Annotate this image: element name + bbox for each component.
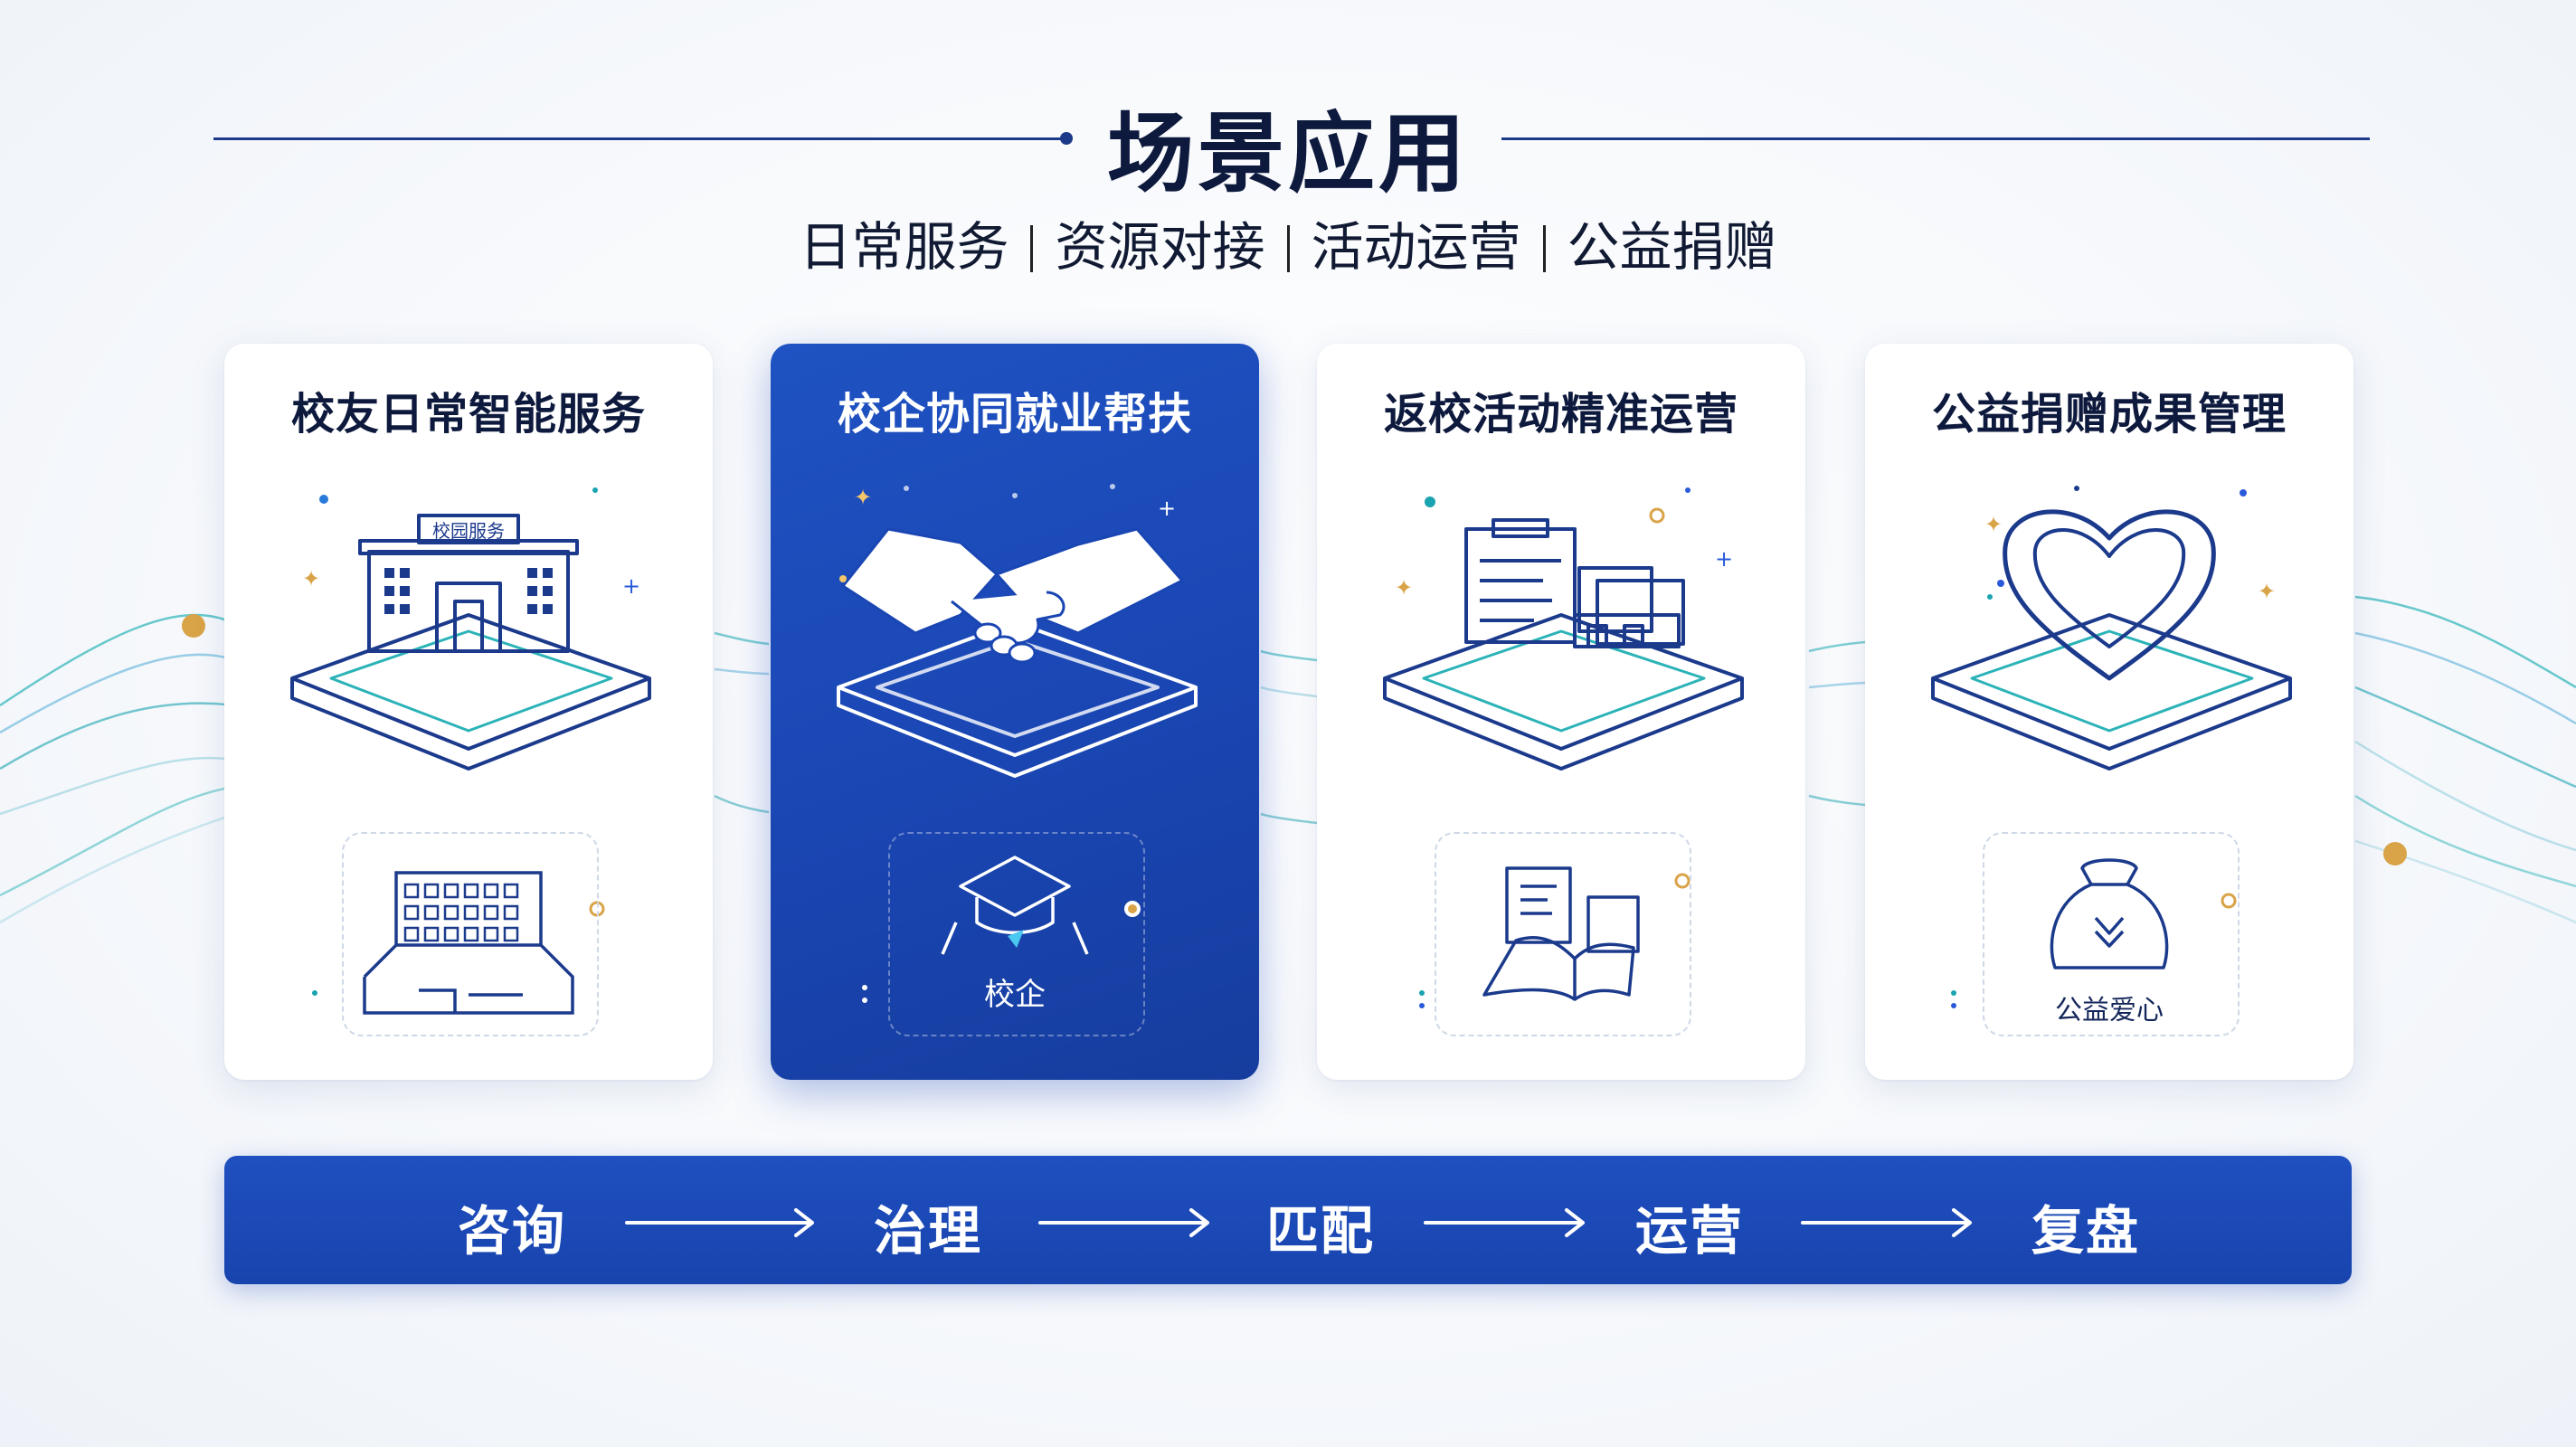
building-sign-label: 校园服务 bbox=[432, 520, 505, 542]
process-step-operate: 运营 bbox=[1635, 1200, 1745, 1262]
svg-text:✦: ✦ bbox=[854, 485, 872, 510]
subtitle-separator bbox=[1286, 225, 1290, 272]
mini-icon-label: 校企 bbox=[984, 977, 1046, 1013]
card-title: 返校活动精准运营 bbox=[1383, 389, 1738, 440]
card-title: 校企协同就业帮扶 bbox=[837, 389, 1192, 440]
process-flow-bar: 咨询 治理 匹配 运营 复盘 bbox=[224, 1156, 2352, 1284]
svg-text:✦: ✦ bbox=[1984, 512, 2003, 537]
mini-icon-frame bbox=[1983, 832, 2240, 1036]
svg-text:✦: ✦ bbox=[302, 566, 320, 591]
mini-icon-frame bbox=[1435, 832, 1691, 1036]
process-step-review: 复盘 bbox=[2031, 1200, 2141, 1262]
process-step-match: 匹配 bbox=[1266, 1200, 1376, 1262]
heart-icon: ✦ ✦ bbox=[1931, 486, 2292, 1008]
process-step-govern: 治理 bbox=[874, 1200, 983, 1262]
card-title: 校友日常智能服务 bbox=[290, 389, 646, 440]
svg-text:+: + bbox=[622, 573, 640, 599]
subtitle-separator bbox=[1542, 225, 1546, 272]
mini-icon-frame bbox=[342, 832, 599, 1036]
subtitle-item: 活动运营 bbox=[1311, 216, 1521, 278]
svg-text:+: + bbox=[1715, 546, 1733, 572]
process-step-consult: 咨询 bbox=[458, 1200, 567, 1262]
subtitle-item: 公益捐赠 bbox=[1567, 216, 1777, 278]
scenario-card-charity-donation[interactable]: ✦ ✦ 公益捐赠成果管理 公益爱心 bbox=[1865, 344, 2353, 1080]
svg-text:✦: ✦ bbox=[2258, 579, 2276, 604]
title-divider-left bbox=[213, 137, 1064, 140]
subtitle-item: 资源对接 bbox=[1055, 216, 1265, 278]
title-divider-right bbox=[1501, 137, 2370, 140]
page-title: 场景应用 bbox=[1107, 103, 1469, 204]
arrow-right-icon bbox=[1038, 1208, 1209, 1237]
svg-text:+: + bbox=[1158, 496, 1176, 521]
mini-icon-label: 公益爱心 bbox=[2055, 995, 2164, 1026]
arrow-right-icon bbox=[1801, 1208, 1972, 1237]
process-arrows bbox=[625, 1208, 1972, 1237]
scenario-card-alumni-service[interactable]: 校园服务 ✦ + 校友日常智能服务 bbox=[224, 344, 713, 1080]
documents-icon: ✦ + bbox=[1383, 487, 1744, 1008]
subtitle-item: 日常服务 bbox=[799, 216, 1009, 278]
card-title: 公益捐赠成果管理 bbox=[1931, 389, 2287, 440]
scenario-card-event-operations[interactable]: ✦ + 返校活动精准运营 bbox=[1317, 344, 1805, 1080]
mini-icon-frame bbox=[888, 832, 1145, 1036]
subtitle-separator bbox=[1030, 225, 1034, 272]
arrow-right-icon bbox=[625, 1208, 814, 1237]
page-subtitle: 日常服务资源对接活动运营公益捐赠 bbox=[0, 204, 2576, 280]
handshake-icon: ✦ + bbox=[837, 484, 1198, 1003]
campus-building-icon: 校园服务 ✦ + bbox=[290, 487, 651, 1015]
scenario-card-employment-support[interactable]: ✦ + 校企协同就业帮扶 校企 bbox=[771, 344, 1259, 1080]
title-divider-dot bbox=[1060, 132, 1073, 145]
arrow-right-icon bbox=[1424, 1208, 1585, 1237]
svg-text:✦: ✦ bbox=[1395, 575, 1413, 601]
